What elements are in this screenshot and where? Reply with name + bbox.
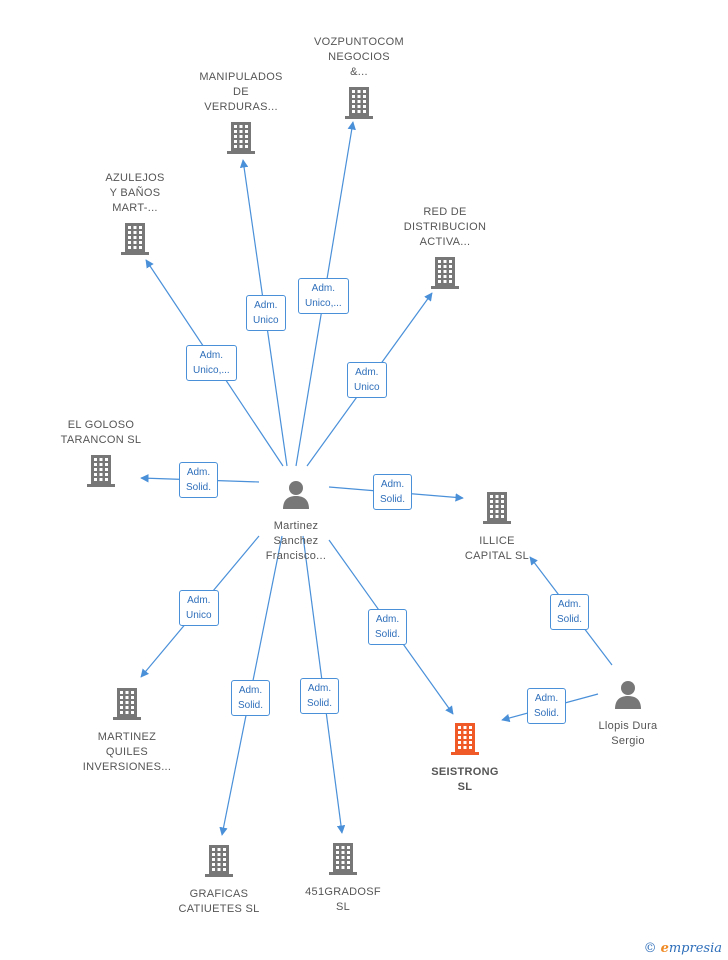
edge-role-label: Adm. Solid.: [550, 594, 590, 630]
company-name: MARTINEZ QUILES INVERSIONES...: [82, 731, 172, 773]
company-node[interactable]: SEISTRONG SL: [400, 721, 530, 795]
copyright-symbol: ©: [643, 941, 657, 956]
company-node[interactable]: GRAFICAS CATIUETES SL: [154, 843, 284, 917]
company-name: AZULEJOS Y BAÑOS MART-...: [105, 172, 165, 214]
company-name: GRAFICAS CATIUETES SL: [178, 888, 260, 915]
company-node[interactable]: 451GRADOSF SL: [278, 841, 408, 915]
person-icon: [281, 479, 311, 514]
building-icon: [482, 490, 512, 529]
edge-role-label: Adm. Unico: [246, 295, 286, 331]
building-icon: [204, 843, 234, 882]
building-icon: [120, 221, 150, 260]
company-node[interactable]: EL GOLOSO TARANCON SL: [36, 418, 166, 492]
company-node[interactable]: AZULEJOS Y BAÑOS MART-...: [70, 171, 200, 260]
company-name: EL GOLOSO TARANCON SL: [60, 419, 142, 446]
edge-role-label: Adm. Solid.: [179, 462, 219, 498]
person-node[interactable]: Llopis Dura Sergio: [563, 679, 693, 749]
company-node[interactable]: MANIPULADOS DE VERDURAS...: [176, 70, 306, 159]
brand-name: mpresia: [668, 941, 722, 956]
person-node[interactable]: Martinez Sanchez Francisco...: [231, 479, 361, 564]
building-icon: [328, 841, 358, 880]
edge-role-label: Adm. Solid.: [300, 678, 340, 714]
edge-role-label: Adm. Solid.: [373, 474, 413, 510]
edge-role-label: Adm. Solid.: [368, 609, 408, 645]
company-name: VOZPUNTOCOM NEGOCIOS &...: [314, 36, 404, 78]
person-icon: [613, 679, 643, 714]
brand-initial: e: [660, 941, 669, 956]
building-icon: [226, 120, 256, 159]
company-name: RED DE DISTRIBUCION ACTIVA...: [403, 206, 487, 248]
empresia-logo: ©empresia: [644, 941, 722, 956]
company-name: 451GRADOSF SL: [305, 886, 381, 913]
company-node[interactable]: RED DE DISTRIBUCION ACTIVA...: [380, 205, 510, 294]
edge-role-label: Adm. Solid.: [231, 680, 271, 716]
company-node[interactable]: ILLICE CAPITAL SL: [432, 490, 562, 564]
building-icon: [344, 85, 374, 124]
building-icon: [450, 721, 480, 760]
edge-role-label: Adm. Unico,...: [186, 345, 237, 381]
building-icon: [112, 686, 142, 725]
company-name: SEISTRONG SL: [431, 766, 499, 793]
edge-role-label: Adm. Solid.: [527, 688, 567, 724]
company-name: ILLICE CAPITAL SL: [464, 535, 530, 562]
company-node[interactable]: VOZPUNTOCOM NEGOCIOS &...: [294, 35, 424, 124]
building-icon: [86, 453, 116, 492]
edge-role-label: Adm. Unico,...: [298, 278, 349, 314]
edge-role-label: Adm. Unico: [347, 362, 387, 398]
building-icon: [430, 255, 460, 294]
company-name: MANIPULADOS DE VERDURAS...: [199, 71, 283, 113]
company-node[interactable]: MARTINEZ QUILES INVERSIONES...: [62, 686, 192, 775]
person-name: Martinez Sanchez Francisco...: [265, 520, 327, 562]
edge-role-label: Adm. Unico: [179, 590, 219, 626]
person-name: Llopis Dura Sergio: [598, 720, 658, 747]
